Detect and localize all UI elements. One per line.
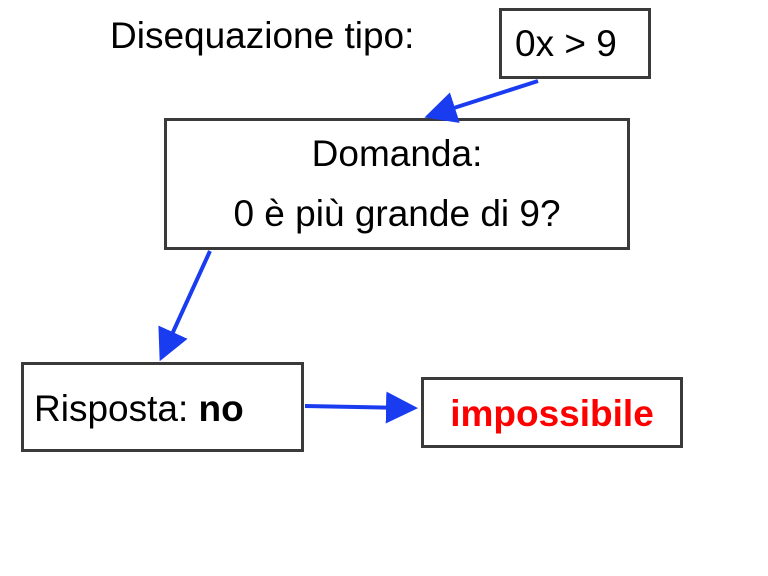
header-label: Disequazione tipo:	[110, 15, 415, 56]
arrow-answer-to-result	[304, 391, 418, 424]
answer-box: Risposta: no	[21, 362, 304, 452]
question-box: Domanda: 0 è più grande di 9?	[164, 118, 630, 250]
inequality-box: 0x > 9	[499, 8, 651, 79]
result-box: impossibile	[421, 377, 683, 448]
inequality-text: 0x > 9	[515, 23, 617, 64]
question-text: 0 è più grande di 9?	[233, 193, 561, 234]
answer-label: Risposta:	[34, 388, 189, 429]
answer-line: Risposta: no	[34, 390, 244, 427]
question-title: Domanda:	[311, 133, 483, 174]
answer-value: no	[198, 388, 244, 429]
arrow-inequality-to-question	[424, 79, 539, 123]
result-text: impossibile	[450, 393, 654, 434]
arrow-question-to-answer	[158, 250, 212, 362]
